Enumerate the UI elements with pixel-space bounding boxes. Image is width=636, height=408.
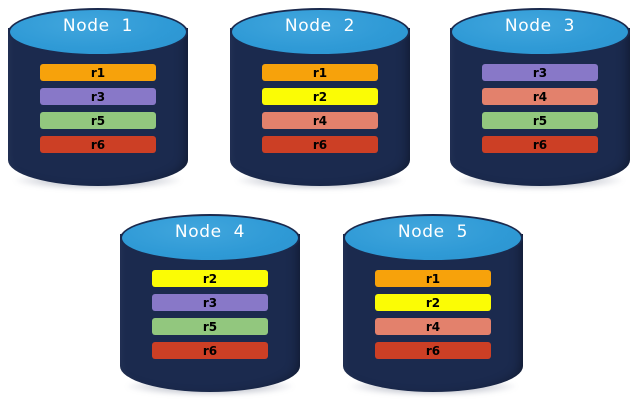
replica-label: r6 xyxy=(532,137,548,152)
replica-label: r2 xyxy=(202,271,218,286)
cylinder-top-ellipse xyxy=(120,214,300,262)
replica-bar-r5[interactable]: r5 xyxy=(40,112,156,129)
node-label: Node 3 xyxy=(504,16,576,36)
replica-bar-r6[interactable]: r6 xyxy=(262,136,378,153)
replica-label: r1 xyxy=(312,65,328,80)
replica-list: r3 r4 r5 r6 xyxy=(482,64,598,153)
replica-label: r1 xyxy=(90,65,106,80)
replica-label: r5 xyxy=(90,113,106,128)
replica-label: r6 xyxy=(202,343,218,358)
replica-bar-r4[interactable]: r4 xyxy=(375,318,491,335)
replica-label: r3 xyxy=(532,65,548,80)
replica-label: r5 xyxy=(532,113,548,128)
replica-label: r6 xyxy=(90,137,106,152)
node-3[interactable]: Node 3 r3 r4 r5 r6 xyxy=(450,6,630,191)
replica-label: r4 xyxy=(532,89,548,104)
replica-bar-r6[interactable]: r6 xyxy=(152,342,268,359)
replica-bar-r4[interactable]: r4 xyxy=(482,88,598,105)
replica-bar-r6[interactable]: r6 xyxy=(375,342,491,359)
replica-list: r2 r3 r5 r6 xyxy=(152,270,268,359)
replica-bar-r3[interactable]: r3 xyxy=(152,294,268,311)
replica-label: r6 xyxy=(312,137,328,152)
replica-label: r3 xyxy=(90,89,106,104)
cylinder-top-ellipse xyxy=(230,8,410,56)
replica-bar-r3[interactable]: r3 xyxy=(40,88,156,105)
replica-bar-r6[interactable]: r6 xyxy=(40,136,156,153)
replica-label: r3 xyxy=(202,295,218,310)
node-1[interactable]: Node 1 r1 r3 r5 r6 xyxy=(8,6,188,191)
node-4[interactable]: Node 4 r2 r3 r5 r6 xyxy=(120,212,300,397)
replica-bar-r1[interactable]: r1 xyxy=(375,270,491,287)
replica-bar-r2[interactable]: r2 xyxy=(152,270,268,287)
node-2[interactable]: Node 2 r1 r2 r4 r6 xyxy=(230,6,410,191)
replica-bar-r4[interactable]: r4 xyxy=(262,112,378,129)
cylinder-top-ellipse xyxy=(343,214,523,262)
cylinder-top-ellipse xyxy=(8,8,188,56)
node-label: Node 2 xyxy=(284,16,356,36)
cylinder-top-ellipse xyxy=(450,8,630,56)
node-label: Node 4 xyxy=(174,222,246,242)
replica-label: r2 xyxy=(312,89,328,104)
replica-list: r1 r2 r4 r6 xyxy=(375,270,491,359)
replica-bar-r5[interactable]: r5 xyxy=(152,318,268,335)
replica-bar-r6[interactable]: r6 xyxy=(482,136,598,153)
node-5[interactable]: Node 5 r1 r2 r4 r6 xyxy=(343,212,523,397)
replica-label: r4 xyxy=(425,319,441,334)
replica-bar-r1[interactable]: r1 xyxy=(40,64,156,81)
replica-label: r4 xyxy=(312,113,328,128)
replica-bar-r5[interactable]: r5 xyxy=(482,112,598,129)
replica-label: r5 xyxy=(202,319,218,334)
node-label: Node 1 xyxy=(62,16,134,36)
replica-bar-r2[interactable]: r2 xyxy=(375,294,491,311)
replica-label: r2 xyxy=(425,295,441,310)
replica-list: r1 r3 r5 r6 xyxy=(40,64,156,153)
replica-label: r6 xyxy=(425,343,441,358)
replica-bar-r1[interactable]: r1 xyxy=(262,64,378,81)
replica-list: r1 r2 r4 r6 xyxy=(262,64,378,153)
replica-bar-r2[interactable]: r2 xyxy=(262,88,378,105)
node-label: Node 5 xyxy=(397,222,469,242)
replica-label: r1 xyxy=(425,271,441,286)
replica-bar-r3[interactable]: r3 xyxy=(482,64,598,81)
